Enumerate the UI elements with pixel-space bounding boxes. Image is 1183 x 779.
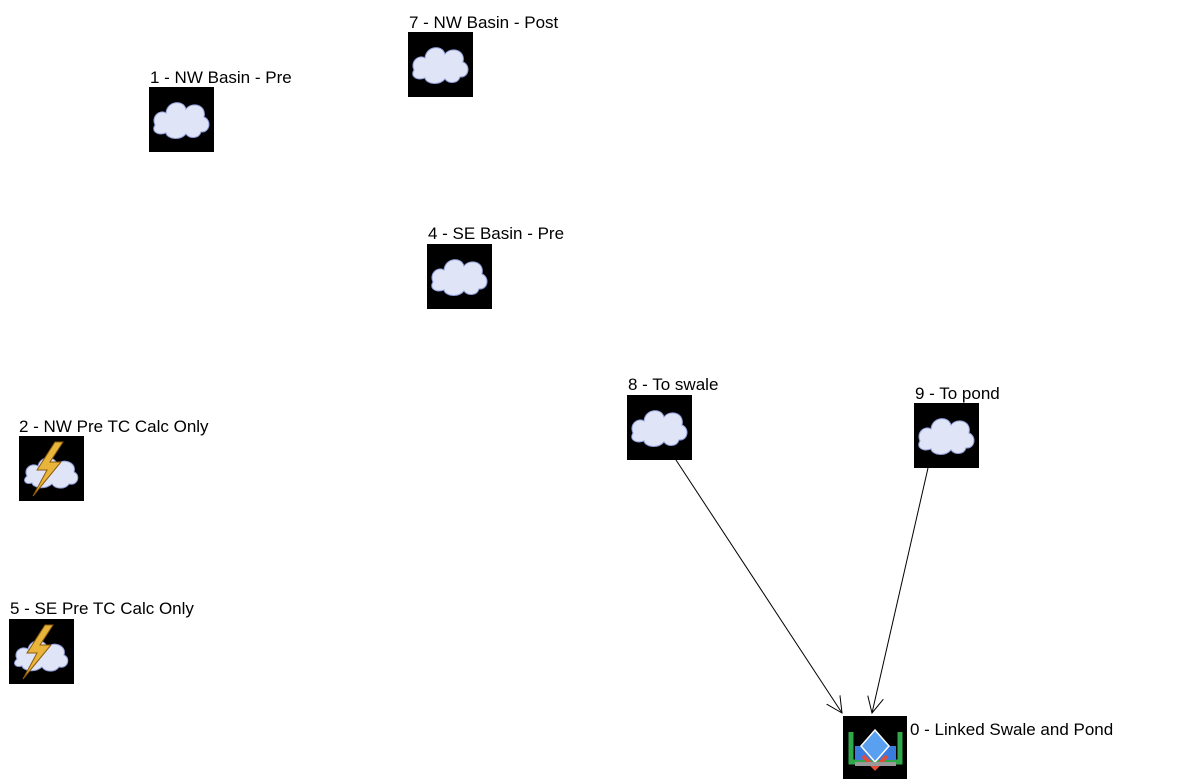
cloud-icon[interactable] <box>149 87 214 152</box>
node-label: 1 - NW Basin - Pre <box>150 68 292 87</box>
cloud-icon[interactable] <box>914 403 979 468</box>
cloud-icon[interactable] <box>627 395 692 460</box>
node-label: 8 - To swale <box>628 375 719 394</box>
cloud-icon[interactable] <box>427 244 492 309</box>
node-label: 9 - To pond <box>915 384 1000 403</box>
node-label: 2 - NW Pre TC Calc Only <box>19 417 209 436</box>
lightning-cloud-icon[interactable] <box>9 619 74 684</box>
node-label: 0 - Linked Swale and Pond <box>910 720 1114 739</box>
node-label: 7 - NW Basin - Post <box>409 13 559 32</box>
pond-icon[interactable] <box>843 716 907 779</box>
cloud-icon[interactable] <box>408 32 473 97</box>
node-label: 4 - SE Basin - Pre <box>428 224 565 243</box>
lightning-cloud-icon[interactable] <box>19 436 84 501</box>
node-label: 5 - SE Pre TC Calc Only <box>10 599 194 618</box>
link-9-to-0 <box>872 467 929 713</box>
link-8-to-0 <box>675 459 842 713</box>
